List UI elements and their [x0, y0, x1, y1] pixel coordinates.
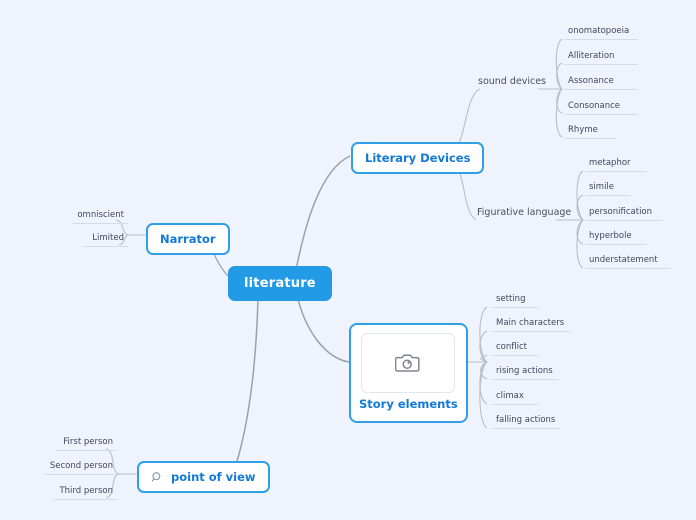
link-root-point-of-view: [232, 297, 259, 475]
leaf-hyperbole[interactable]: hyperbole: [585, 231, 647, 245]
leaf-simile[interactable]: simile: [585, 182, 631, 196]
leaf-assonance[interactable]: Assonance: [564, 76, 638, 90]
leaf-understatement[interactable]: understatement: [585, 255, 671, 269]
link-root-story-elements: [296, 294, 350, 363]
leaf-falling-actions[interactable]: falling actions: [492, 415, 561, 429]
leaf-main-characters[interactable]: Main characters: [492, 318, 570, 332]
leaf-first-person[interactable]: First person: [55, 437, 117, 451]
leaf-rhyme[interactable]: Rhyme: [564, 125, 616, 139]
leaf-second-person[interactable]: Second person: [44, 461, 117, 475]
link-sound-rhyme: [555, 88, 563, 138]
leaf-setting[interactable]: setting: [492, 294, 538, 308]
link-story-main-characters: [479, 330, 488, 363]
leaf-limited[interactable]: Limited: [83, 233, 128, 247]
leaf-metaphor[interactable]: metaphor: [585, 158, 647, 172]
link-fig-hyperbole: [576, 219, 584, 245]
search-icon: [151, 471, 164, 484]
leaf-onomatopoeia[interactable]: onomatopoeia: [564, 26, 638, 40]
leaf-omniscient[interactable]: omniscient: [72, 210, 128, 224]
link-sound-onomatopoeia: [555, 38, 563, 90]
root-node[interactable]: literature: [228, 266, 332, 301]
node-point-of-view[interactable]: point of view: [137, 461, 270, 493]
link-ld-sound-devices: [451, 88, 481, 151]
camera-icon: [395, 352, 421, 374]
node-story-elements[interactable]: Story elements: [349, 323, 468, 423]
node-literary-devices[interactable]: Literary Devices: [351, 142, 485, 174]
node-story-elements-label: Story elements: [359, 397, 458, 411]
leaf-consonance[interactable]: Consonance: [564, 101, 638, 115]
node-narrator[interactable]: Narrator: [146, 223, 230, 255]
link-fig-metaphor: [576, 170, 584, 221]
leaf-third-person[interactable]: Third person: [54, 486, 117, 500]
link-story-conflict: [480, 354, 488, 363]
leaf-alliteration[interactable]: Alliteration: [564, 51, 638, 65]
node-sound-devices[interactable]: sound devices: [478, 76, 547, 87]
link-story-climax: [479, 361, 488, 405]
leaf-personification[interactable]: personification: [585, 207, 663, 221]
node-literary-devices-label: Literary Devices: [365, 151, 471, 165]
leaf-rising-actions[interactable]: rising actions: [492, 366, 559, 380]
node-narrator-label: Narrator: [160, 232, 216, 246]
link-root-literary-devices: [295, 155, 351, 271]
link-fig-understatement: [576, 219, 584, 269]
link-story-falling: [479, 361, 488, 429]
story-elements-image-placeholder[interactable]: [361, 333, 456, 393]
link-story-setting: [479, 306, 488, 363]
link-fig-simile: [576, 194, 584, 221]
leaf-climax[interactable]: climax: [492, 391, 538, 405]
link-sound-alliteration: [556, 62, 563, 90]
node-point-of-view-label: point of view: [171, 470, 256, 484]
link-sound-consonance: [556, 88, 563, 114]
leaf-conflict[interactable]: conflict: [492, 342, 538, 356]
node-figurative-language[interactable]: Figurative language: [477, 207, 572, 218]
link-story-rising: [480, 361, 488, 380]
